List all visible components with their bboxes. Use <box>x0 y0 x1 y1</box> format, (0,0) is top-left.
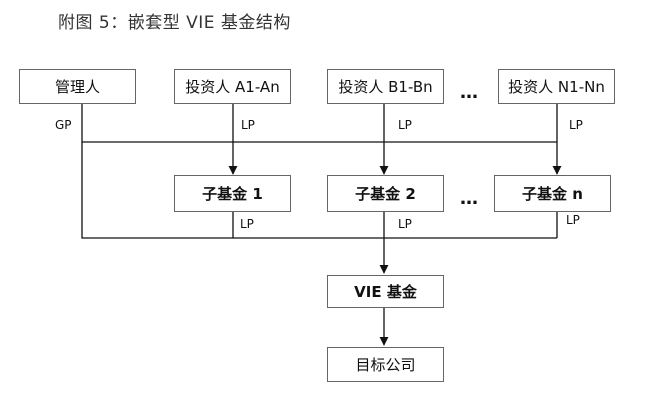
target-company-box: 目标公司 <box>327 347 444 382</box>
subfund-2-box: 子基金 2 <box>327 175 444 212</box>
lp-label-subfund-1: LP <box>240 217 254 231</box>
gp-label: GP <box>55 118 72 132</box>
lp-label-a: LP <box>241 118 255 132</box>
subfund-1-box: 子基金 1 <box>174 175 291 212</box>
manager-box: 管理人 <box>19 69 136 104</box>
subfund-n-box: 子基金 n <box>494 175 611 212</box>
lp-label-subfund-n: LP <box>566 213 580 227</box>
gp-lp-collector <box>81 142 557 239</box>
diagram-title: 附图 5：嵌套型 VIE 基金结构 <box>58 13 291 33</box>
vie-fund-box: VIE 基金 <box>327 275 444 308</box>
lp-label-n: LP <box>569 118 583 132</box>
lp-label-subfund-2: LP <box>398 217 412 231</box>
ellipsis-middle: … <box>460 188 479 209</box>
investor-a-box: 投资人 A1-An <box>174 69 291 104</box>
investor-b-box: 投资人 B1-Bn <box>327 69 444 104</box>
lp-label-b: LP <box>398 118 412 132</box>
investor-n-box: 投资人 N1-Nn <box>498 69 615 104</box>
gp-connector <box>81 104 557 143</box>
ellipsis-top: … <box>460 82 479 103</box>
